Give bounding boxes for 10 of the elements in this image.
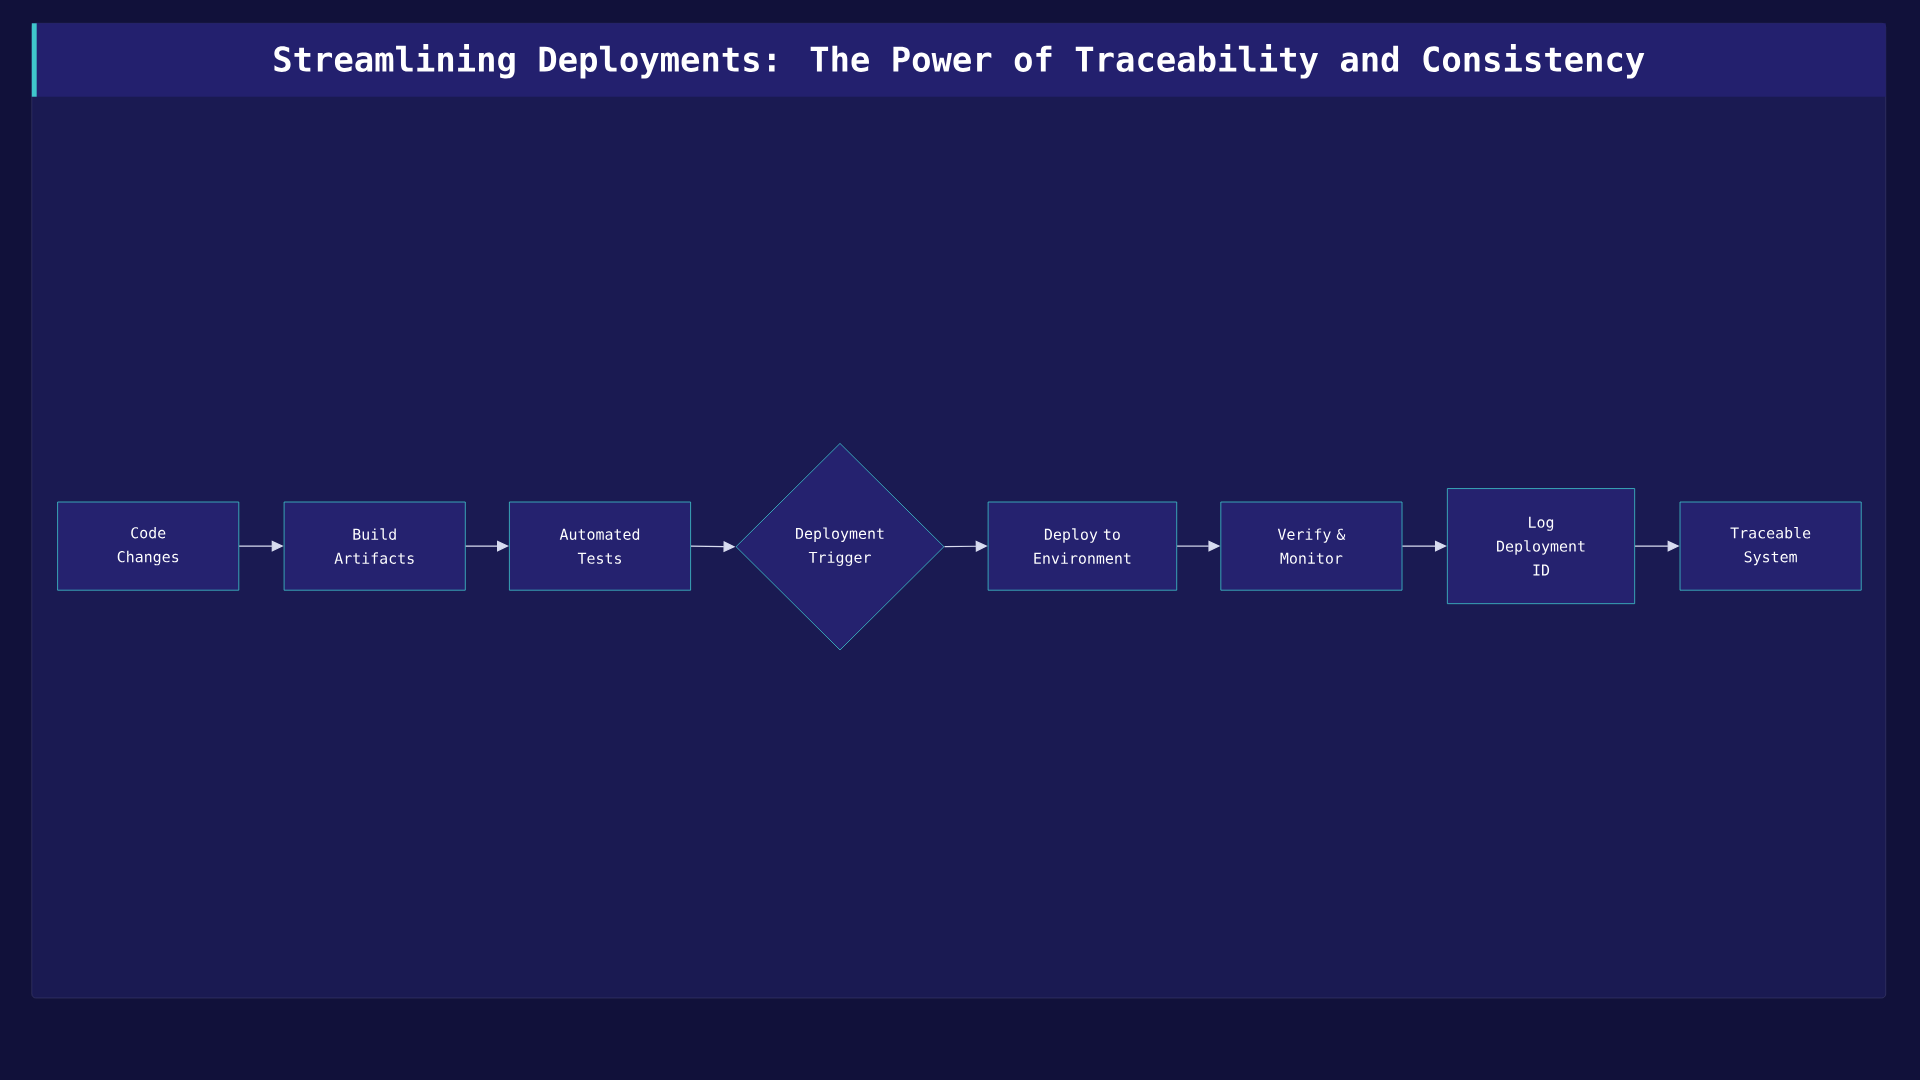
process-box: Traceable System bbox=[1679, 501, 1862, 591]
process-box: Verify & Monitor bbox=[1220, 501, 1403, 591]
title-bar: Streamlining Deployments: The Power of Traceability and Consistency bbox=[31, 23, 1886, 97]
process-box: Build Artifacts bbox=[283, 501, 466, 591]
arrow bbox=[1401, 540, 1447, 552]
process-box: Deploy to Environment bbox=[987, 501, 1178, 591]
process-box: Code Changes bbox=[57, 501, 240, 591]
process-box: Automated Tests bbox=[509, 501, 691, 591]
process-box: Log Deployment ID bbox=[1446, 488, 1636, 605]
arrow bbox=[465, 540, 509, 552]
